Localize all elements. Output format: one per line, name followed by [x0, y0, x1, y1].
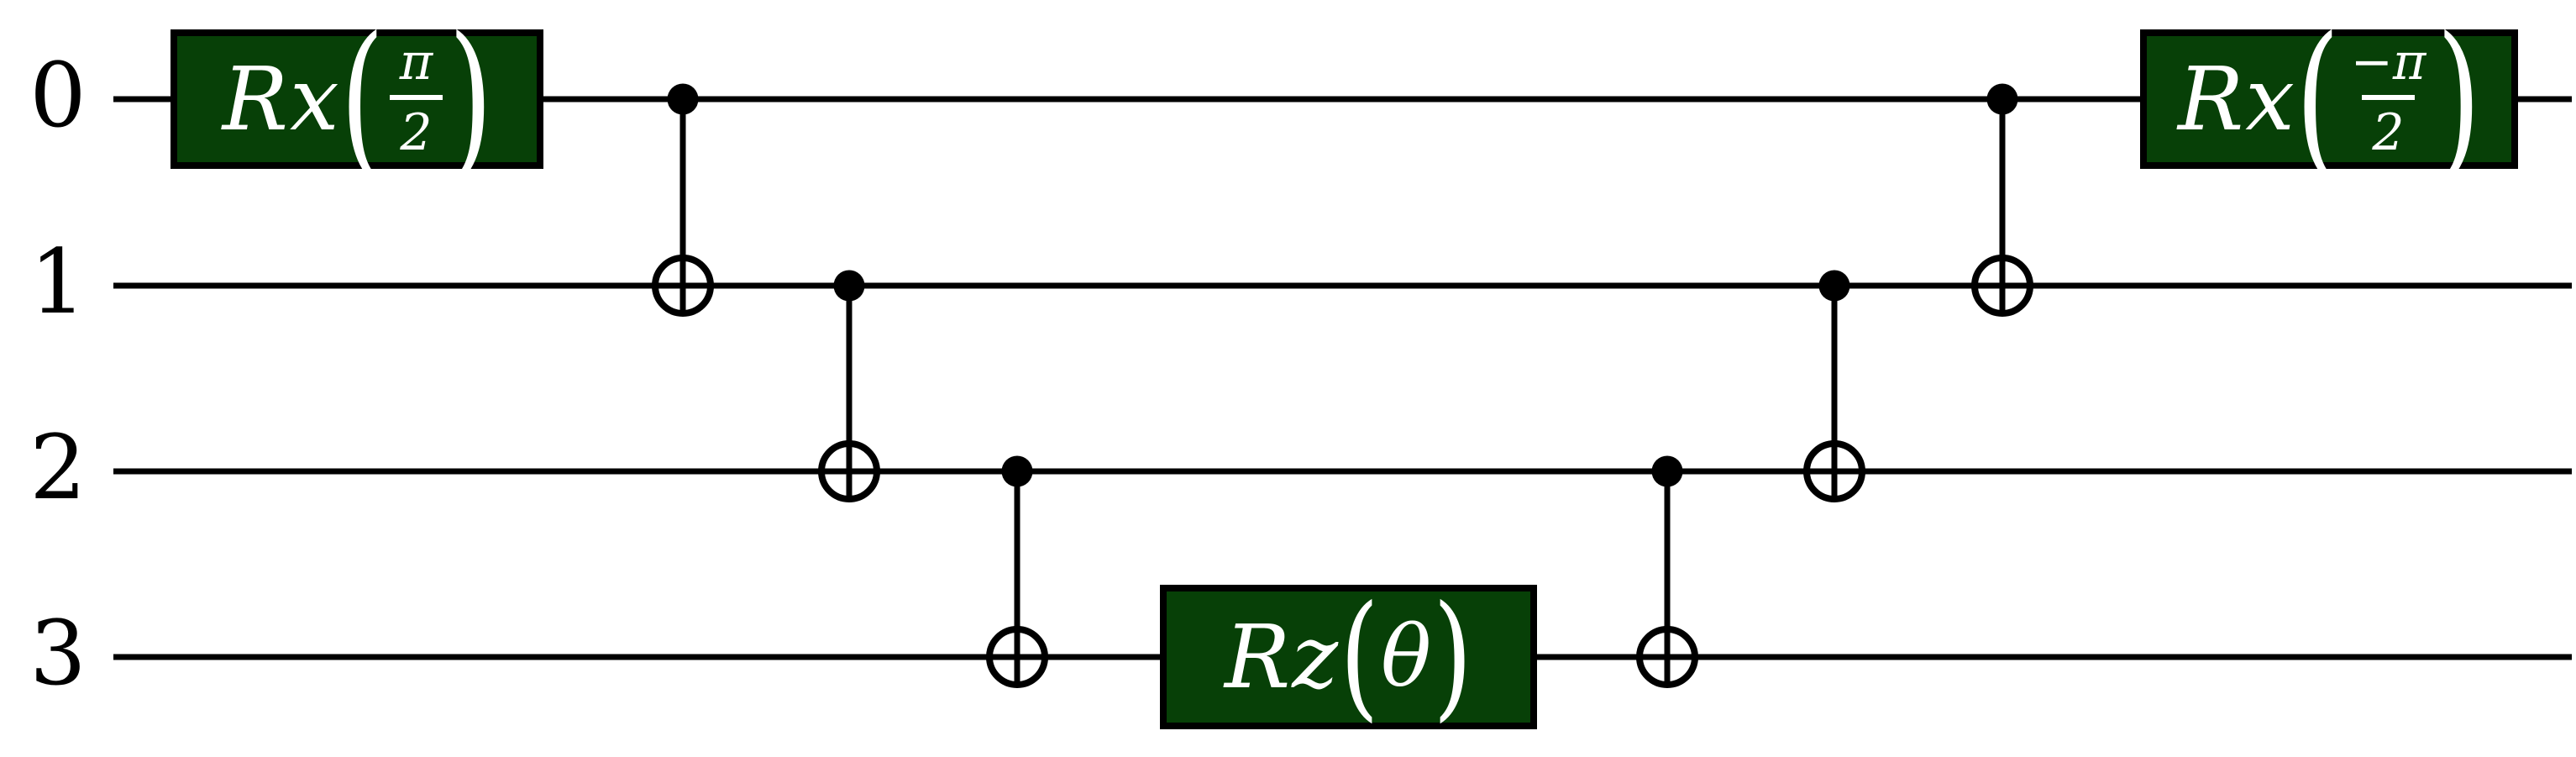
fraction-numerator-text: −π [2350, 33, 2426, 92]
fraction-denominator-text: 2 [2362, 95, 2415, 158]
cnot-target-icon-cnot-0-1-a [652, 255, 714, 317]
cnot-control-dot-cnot-0-1-a [667, 83, 699, 115]
cnot-target-icon-cnot-1-2-a [818, 440, 880, 502]
cnot-control-dot-cnot-2-3-b [1651, 455, 1683, 487]
cnot-control-dot-cnot-1-2-a [833, 270, 865, 302]
cnot-target-icon-cnot-2-3-a [986, 626, 1048, 688]
cnot-target-icon-cnot-2-3-b [1636, 626, 1698, 688]
gate-arg-text: θ [1380, 607, 1432, 706]
cnot-control-dot-cnot-0-1-b [1986, 83, 2018, 115]
gate-box-rz-theta: Rz(θ) [1160, 585, 1537, 729]
gate-name-text: Rx [222, 48, 341, 150]
cnot-control-dot-cnot-2-3-a [1001, 455, 1033, 487]
qubit-label-1: 1 [29, 229, 87, 334]
cnot-target-icon-cnot-1-2-b [1803, 440, 1865, 502]
fraction-numerator-text: π [399, 33, 433, 92]
cnot-control-dot-cnot-1-2-b [1818, 270, 1850, 302]
qubit-label-2: 2 [29, 415, 87, 519]
cnot-target-icon-cnot-0-1-b [1971, 255, 2033, 317]
gate-name-text: Rz [1225, 606, 1340, 708]
gate-name-text: Rx [2177, 48, 2296, 150]
fraction-denominator-text: 2 [390, 95, 443, 158]
qubit-label-3: 3 [29, 601, 87, 705]
qubit-label-0: 0 [29, 43, 87, 147]
